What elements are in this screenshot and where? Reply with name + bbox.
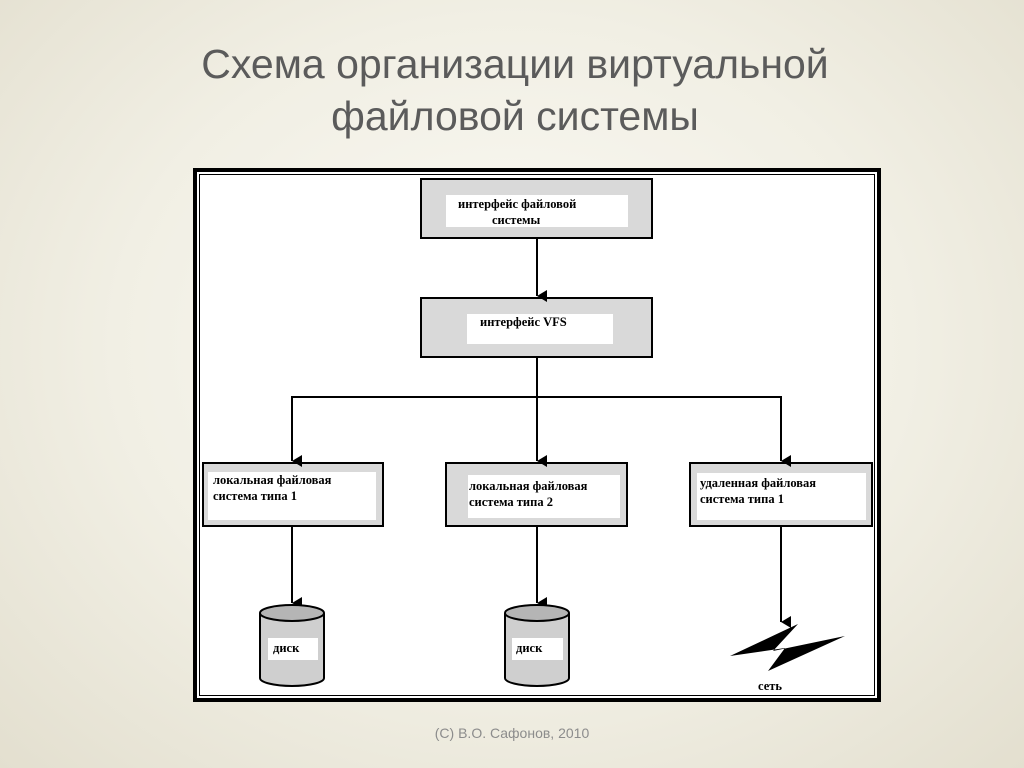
disk-1-icon: диск [259, 604, 325, 687]
disk-2-label: диск [516, 641, 543, 655]
slide-footer: (С) В.О. Сафонов, 2010 [434, 725, 590, 741]
network-label: сеть [758, 679, 782, 693]
fs-interface-label-1: интерфейс файловой [458, 197, 576, 211]
local-fs-2-label-2: система типа 2 [469, 495, 553, 509]
branch-line [291, 396, 782, 461]
diagram-frame-inner-border [199, 174, 875, 696]
remote-fs-1-label-2: система типа 1 [700, 492, 784, 506]
fs-interface-label-2: системы [492, 213, 541, 227]
remote-fs-1-label-1: удаленная файловая [700, 476, 816, 490]
local-fs-2-box: локальная файловая система типа 2 [445, 462, 628, 527]
network-icon: сеть [730, 624, 845, 693]
connectors [291, 238, 791, 628]
slide-title-line-1: Схема организации виртуальной [201, 41, 829, 87]
local-fs-2-label-1: локальная файловая [469, 479, 588, 493]
disk-2-icon: диск [504, 604, 570, 687]
remote-fs-1-box: удаленная файловая система типа 1 [689, 462, 873, 527]
slide-title-line-2: файловой системы [331, 93, 699, 139]
local-fs-1-label-1: локальная файловая [213, 473, 332, 487]
disk-1-label: диск [273, 641, 300, 655]
vfs-interface-label: интерфейс VFS [480, 315, 567, 329]
local-fs-1-label-2: система типа 1 [213, 489, 297, 503]
local-fs-1-box: локальная файловая система типа 1 [202, 462, 384, 527]
slide-title: Схема организации виртуальной файловой с… [0, 38, 1024, 142]
fs-interface-box: интерфейс файловой системы [420, 178, 653, 239]
vfs-interface-box: интерфейс VFS [420, 297, 653, 358]
